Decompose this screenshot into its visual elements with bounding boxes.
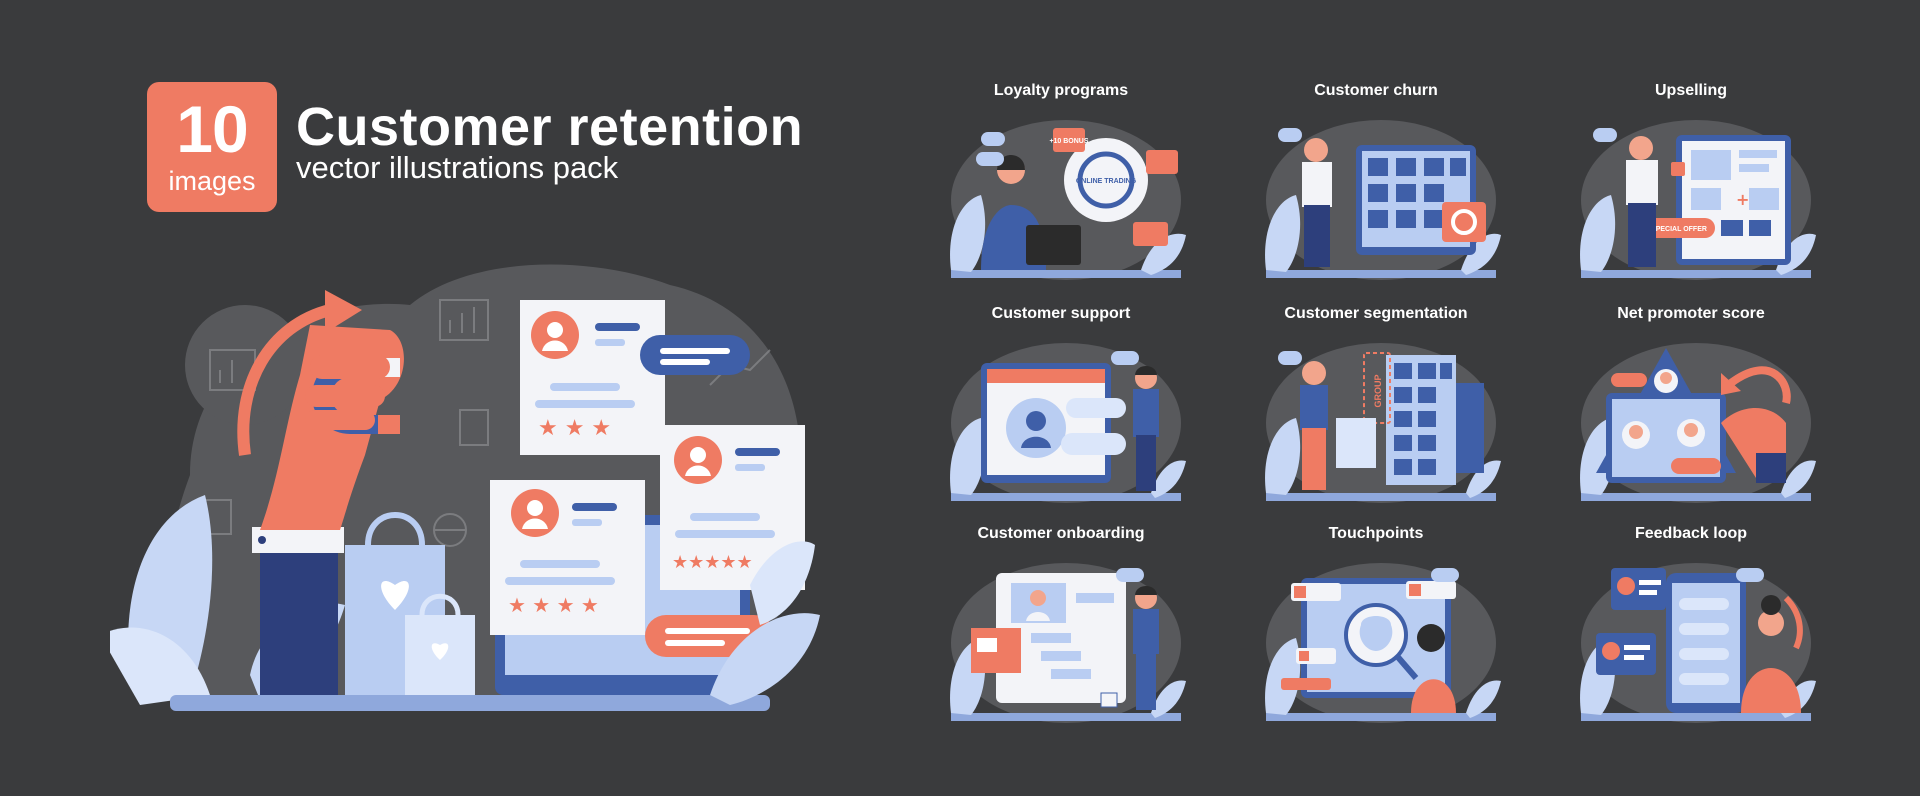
onboarding-illustration [950, 563, 1186, 723]
card-customer-onboarding: Customer onboarding [941, 525, 1186, 725]
svg-text:★ ★ ★: ★ ★ ★ [538, 416, 611, 441]
card-loyalty-programs: Loyalty programs ONLINE TRADING +10 BONU… [941, 82, 1186, 282]
card-label: Customer segmentation [1284, 305, 1468, 322]
card-label: Customer churn [1314, 82, 1438, 99]
upselling-illustration: + SPECIAL OFFER [1580, 120, 1816, 280]
svg-text:+: + [1736, 190, 1749, 209]
segmentation-illustration: GROUP [1265, 343, 1501, 503]
badge-number: 10 [176, 92, 248, 166]
feedback-loop-illustration [1580, 563, 1816, 723]
card-label: Net promoter score [1617, 305, 1765, 322]
card-upselling: Upselling + SPECIAL OFFER [1571, 82, 1816, 282]
touchpoints-illustration [1265, 563, 1501, 723]
churn-illustration [1265, 120, 1501, 280]
support-illustration [950, 343, 1186, 503]
hero-illustration: ★ ★ ★ ★★★★★ ★ ★ ★ ★ [110, 264, 820, 711]
card-customer-churn: Customer churn [1256, 82, 1501, 282]
loyalty-illustration: ONLINE TRADING +10 BONUS [950, 120, 1186, 280]
bonus-text: +10 BONUS [1049, 138, 1088, 145]
card-label: Feedback loop [1634, 525, 1748, 542]
image-count-badge: 10 images [147, 82, 277, 212]
nps-illustration [1580, 343, 1816, 503]
card-feedback-loop: Feedback loop [1571, 525, 1816, 725]
page-subtitle: vector illustrations pack [296, 150, 619, 185]
badge-label: images [168, 166, 256, 196]
special-offer-text: SPECIAL OFFER [1651, 226, 1707, 233]
card-label: Customer onboarding [977, 525, 1145, 542]
card-customer-support: Customer support [941, 305, 1186, 505]
card-label: Loyalty programs [993, 82, 1129, 99]
card-label: Touchpoints [1328, 525, 1424, 542]
page-title: Customer retention [296, 97, 804, 157]
svg-text:★ ★ ★ ★: ★ ★ ★ ★ [508, 593, 599, 617]
card-touchpoints: Touchpoints [1256, 525, 1501, 725]
svg-text:★★★★★: ★★★★★ [672, 552, 753, 573]
card-net-promoter-score: Net promoter score [1571, 305, 1816, 505]
card-customer-segmentation: Customer segmentation GROUP [1256, 305, 1501, 505]
online-trading-text: ONLINE TRADING [1076, 178, 1137, 185]
card-label: Upselling [1654, 82, 1727, 99]
card-label: Customer support [991, 305, 1131, 322]
group-text: GROUP [1373, 374, 1383, 407]
